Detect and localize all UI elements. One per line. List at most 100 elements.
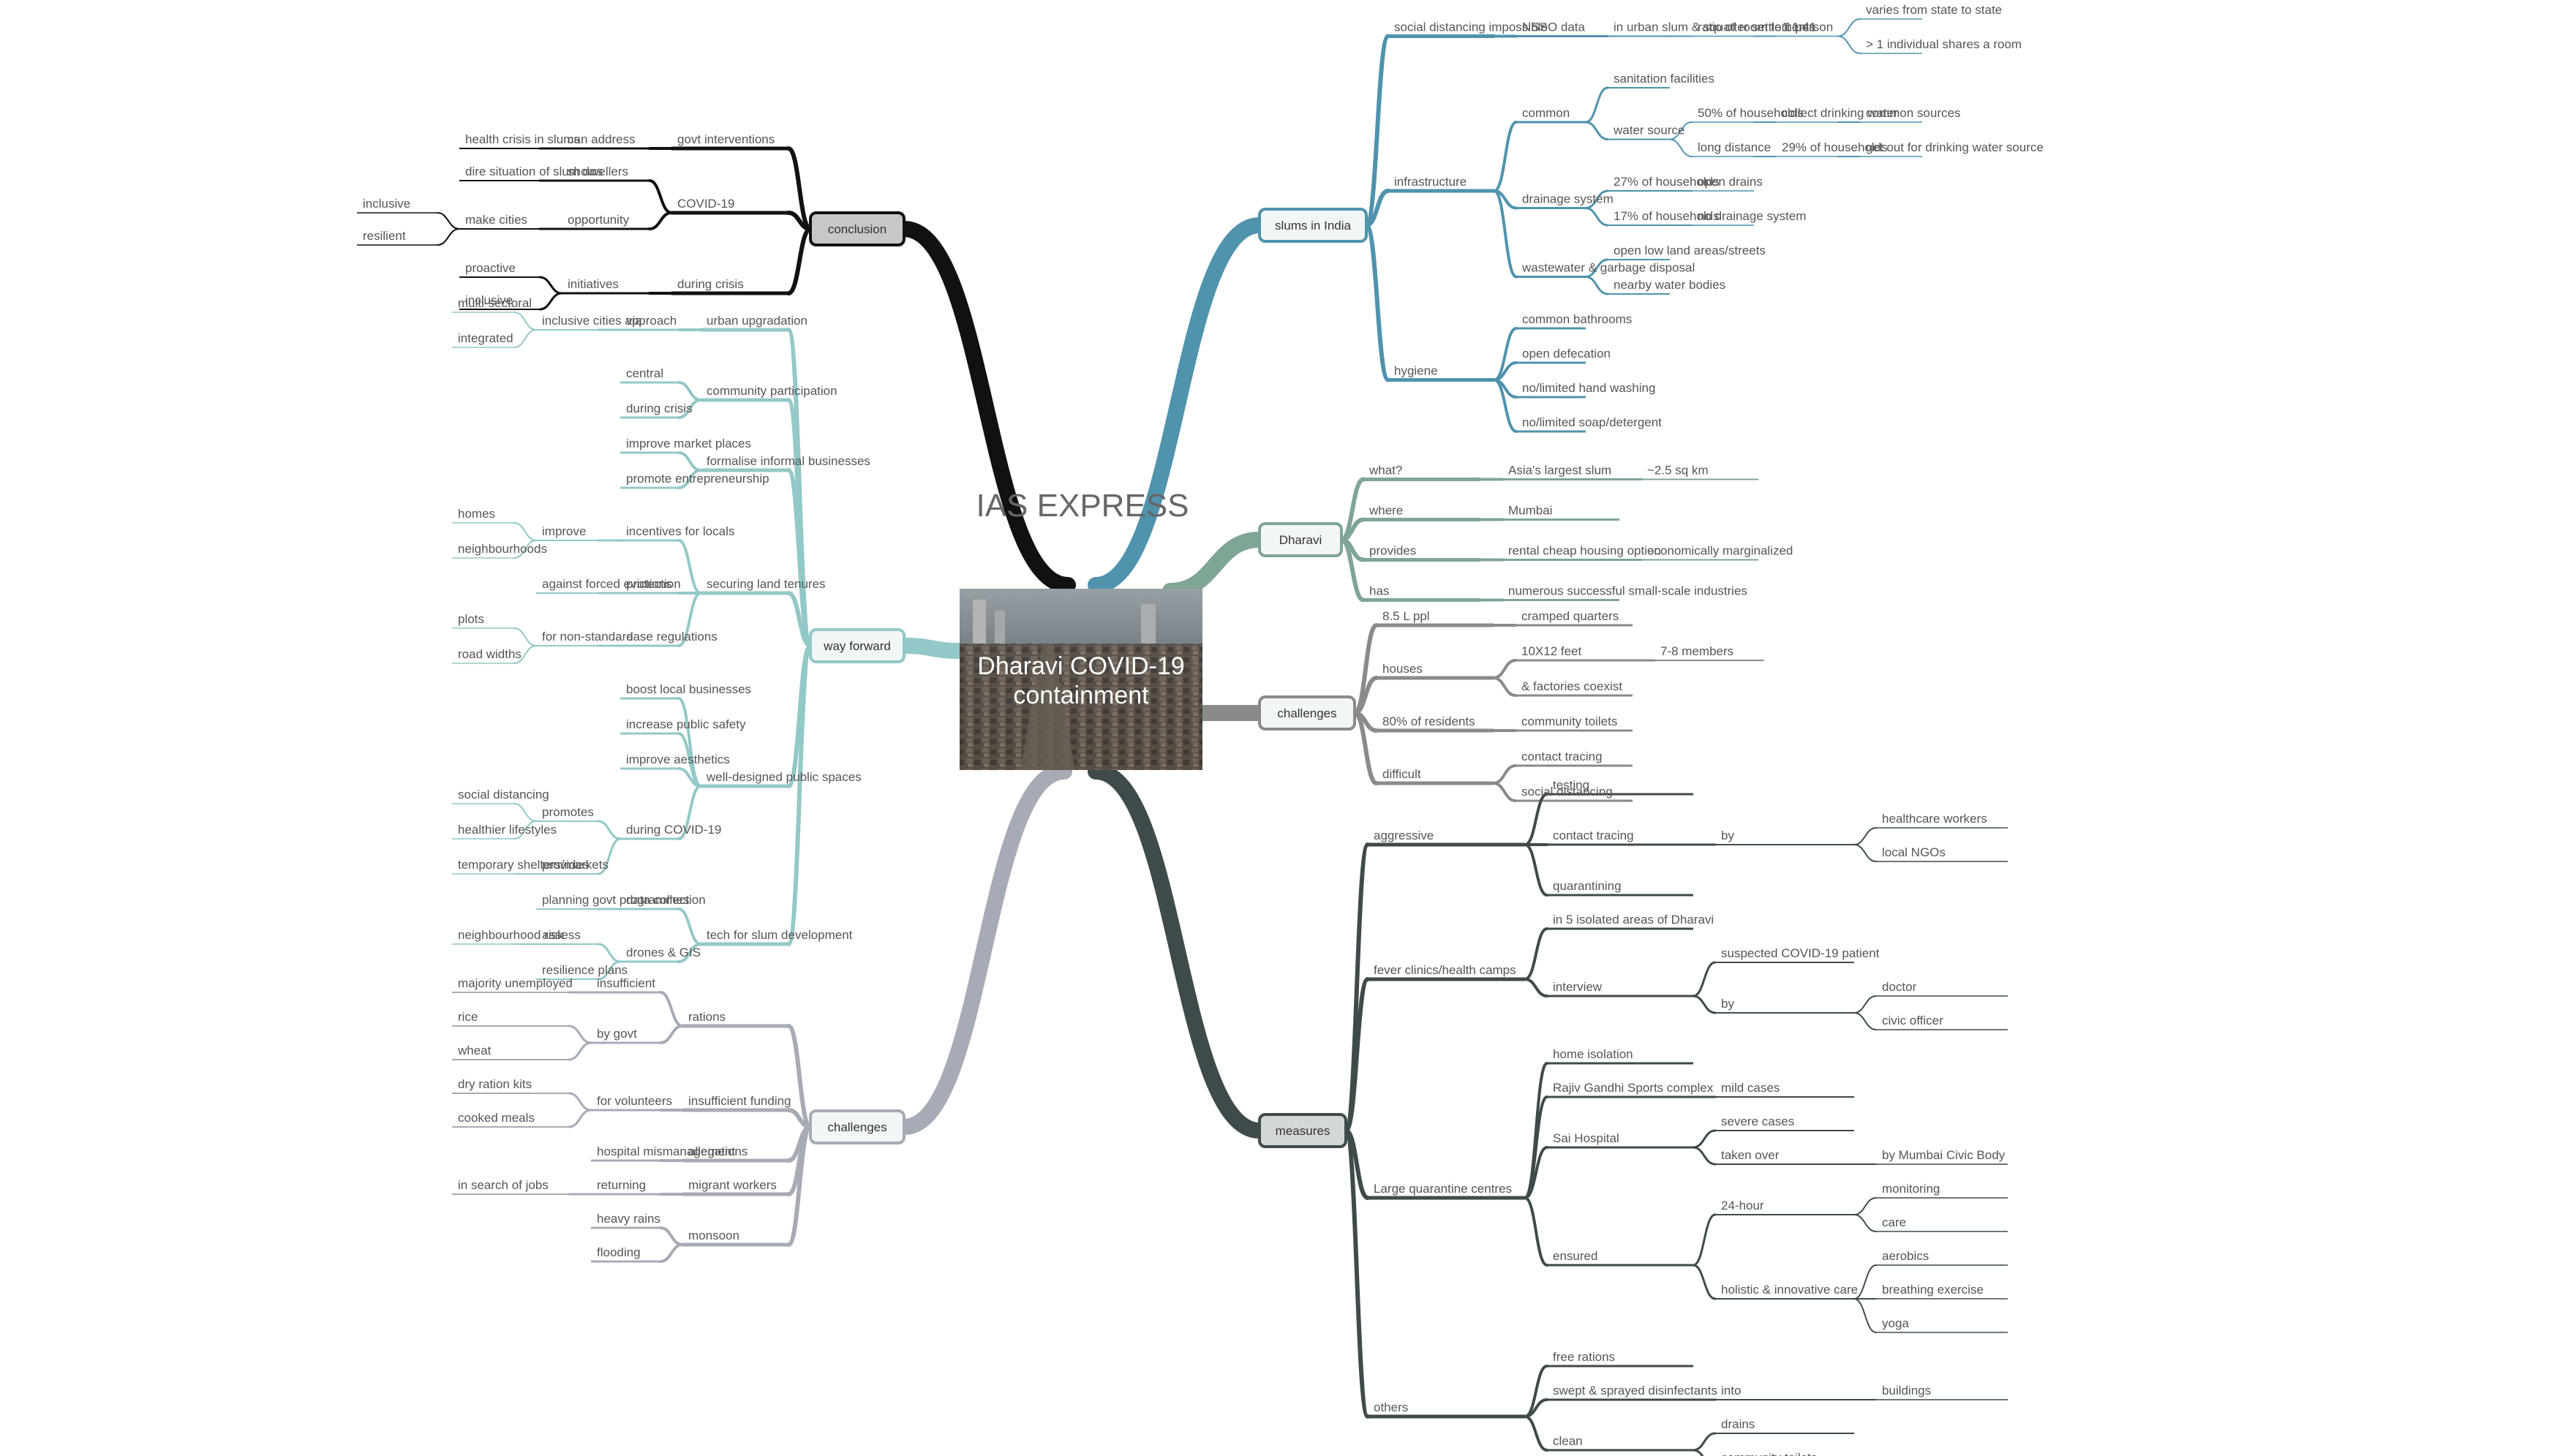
topic-sanitation-facilities[interactable]: sanitation facilities	[1614, 72, 1714, 86]
topic-urban-upgradation[interactable]: urban upgradation	[707, 314, 807, 328]
topic-resilience-plans[interactable]: resilience plans	[542, 963, 628, 977]
topic-social-distancing-impossible[interactable]: social distancing impossible	[1394, 20, 1548, 34]
topic-wastewater-garbage-disposal[interactable]: wastewater & garbage disposal	[1521, 261, 1695, 275]
topic-mild-cases[interactable]: mild cases	[1721, 1081, 1780, 1095]
topic-29-of-households[interactable]: 29% of households	[1782, 140, 1888, 154]
topic-buildings[interactable]: buildings	[1882, 1384, 1931, 1397]
topic-no-drainage-system[interactable]: no drainage system	[1698, 209, 1806, 223]
topic-can-address[interactable]: can address	[568, 132, 636, 146]
topic-incentives-for-locals[interactable]: incentives for locals	[626, 524, 734, 538]
topic-severe-cases[interactable]: severe cases	[1721, 1114, 1794, 1128]
topic-taken-over[interactable]: taken over	[1721, 1148, 1780, 1162]
topic-contact-tracing[interactable]: contact tracing	[1553, 829, 1634, 842]
topic-nearby-water-bodies[interactable]: nearby water bodies	[1614, 278, 1725, 292]
topic-in-search-of-jobs[interactable]: in search of jobs	[458, 1178, 549, 1192]
topic-monsoon[interactable]: monsoon	[688, 1229, 739, 1242]
topic-has[interactable]: has	[1369, 584, 1389, 598]
topic-1-1-41[interactable]: 1:1:41	[1782, 20, 1816, 34]
topic-free-rations[interactable]: free rations	[1553, 1350, 1615, 1364]
topic-during-crisis[interactable]: during crisis	[626, 401, 693, 415]
topic-data-collection[interactable]: data collection	[626, 893, 706, 907]
topic-long-distance[interactable]: long distance	[1698, 140, 1771, 154]
topic-27-of-households[interactable]: 27% of households	[1614, 175, 1720, 189]
topic-opportunity[interactable]: opportunity	[568, 213, 630, 227]
topic-hygiene[interactable]: hygiene	[1394, 364, 1438, 378]
topic-no-limited-soap-detergent[interactable]: no/limited soap/detergent	[1522, 415, 1662, 429]
topic-home-isolation[interactable]: home isolation	[1553, 1047, 1633, 1061]
topic-where[interactable]: where	[1369, 504, 1403, 518]
topic-increase-public-safety[interactable]: increase public safety	[626, 717, 746, 731]
topic-insufficient[interactable]: insufficient	[597, 976, 655, 990]
topic-holistic-innovative-care[interactable]: holistic & innovative care	[1721, 1283, 1858, 1297]
topic-monitoring[interactable]: monitoring	[1882, 1182, 1940, 1196]
topic-open-drains[interactable]: open drains	[1698, 175, 1763, 189]
topic-difficult[interactable]: difficult	[1382, 767, 1421, 781]
topic-community-participation[interactable]: community participation	[707, 384, 837, 398]
branch-measures-node[interactable]: measures	[1258, 1113, 1347, 1148]
topic-assess[interactable]: assess	[542, 928, 581, 942]
topic-open-low-land-areas-streets[interactable]: open low land areas/streets	[1614, 244, 1766, 257]
topic-for-non-standard[interactable]: for non-standard	[542, 630, 633, 644]
topic-shows[interactable]: shows	[568, 165, 603, 178]
topic-common[interactable]: common	[1522, 106, 1570, 120]
topic-inclusive[interactable]: inclusive	[465, 293, 513, 307]
topic-homes[interactable]: homes	[458, 507, 495, 521]
topic-via[interactable]: via	[626, 314, 642, 328]
topic-neighbourhoods[interactable]: neighbourhoods	[458, 542, 547, 556]
topic-water-source[interactable]: water source	[1613, 124, 1684, 137]
topic-rations[interactable]: rations	[688, 1010, 726, 1024]
topic-health-crisis-in-slums[interactable]: health crisis in slums	[465, 132, 580, 146]
topic-central[interactable]: central	[626, 366, 663, 380]
topic-healthier-lifestyles[interactable]: healthier lifestyles	[458, 823, 557, 837]
topic-drones-gis[interactable]: drones & GIS	[626, 946, 701, 959]
topic-improve-market-places[interactable]: improve market places	[626, 437, 751, 450]
topic-make-cities[interactable]: make cities	[465, 213, 527, 227]
topic-social-distancing[interactable]: social distancing	[458, 788, 549, 801]
topic-by[interactable]: by	[1721, 829, 1734, 842]
topic-mumbai[interactable]: Mumbai	[1508, 504, 1552, 518]
topic-community-toilets[interactable]: community toilets	[1721, 1451, 1817, 1456]
branch-challenges-node[interactable]: challenges	[809, 1109, 906, 1144]
topic-into[interactable]: into	[1721, 1384, 1741, 1397]
topic-clean[interactable]: clean	[1553, 1434, 1583, 1448]
topic-boost-local-businesses[interactable]: boost local businesses	[626, 682, 751, 696]
topic-dire-situation-of-slum-dwellers[interactable]: dire situation of slum dwellers	[465, 165, 628, 178]
topic-road-widths[interactable]: road widths	[458, 647, 522, 661]
branch-conclusion-node[interactable]: conclusion	[809, 211, 906, 246]
topic-returning[interactable]: returning	[597, 1178, 646, 1192]
topic-10x12-feet[interactable]: 10X12 feet	[1521, 644, 1582, 658]
topic-rajiv-gandhi-sports-complex[interactable]: Rajiv Gandhi Sports complex	[1553, 1081, 1714, 1095]
topic-in-5-isolated-areas-of-dharavi[interactable]: in 5 isolated areas of Dharavi	[1553, 913, 1714, 927]
topic-temporary-shelters-markets[interactable]: temporary shelters/markets	[458, 858, 609, 872]
topic-swept-sprayed-disinfectants[interactable]: swept & sprayed disinfectants	[1553, 1384, 1717, 1397]
topic-rental-cheap-housing-option[interactable]: rental cheap housing option	[1508, 544, 1661, 558]
topic-80-of-residents[interactable]: 80% of residents	[1382, 714, 1475, 728]
topic-yoga[interactable]: yoga	[1882, 1316, 1909, 1330]
topic-against-forced-evictions[interactable]: against forced evictions	[542, 577, 672, 591]
topic-dry-ration-kits[interactable]: dry ration kits	[458, 1077, 532, 1091]
topic-aerobics[interactable]: aerobics	[1882, 1249, 1929, 1263]
topic-24-hour[interactable]: 24-hour	[1721, 1199, 1764, 1212]
topic-formalise-informal-businesses[interactable]: formalise informal businesses	[707, 454, 870, 468]
topic-aggressive[interactable]: aggressive	[1374, 829, 1434, 842]
topic-open-defecation[interactable]: open defecation	[1522, 347, 1611, 361]
topic-securing-land-tenures[interactable]: securing land tenures	[707, 577, 826, 591]
topic-social-distancing[interactable]: social distancing	[1521, 785, 1613, 799]
topic-for-volunteers[interactable]: for volunteers	[597, 1094, 672, 1108]
topic-improve[interactable]: improve	[542, 524, 586, 538]
topic-community-toilets[interactable]: community toilets	[1521, 714, 1617, 728]
topic-govt-interventions[interactable]: govt interventions	[677, 132, 775, 146]
topic-healthcare-workers[interactable]: healthcare workers	[1882, 812, 1987, 826]
topic-insufficient-funding[interactable]: insufficient funding	[688, 1094, 791, 1108]
topic-allegations[interactable]: allegations	[688, 1144, 748, 1158]
branch-slums-in-india-node[interactable]: slums in India	[1258, 208, 1368, 243]
topic-testing[interactable]: testing	[1553, 778, 1589, 792]
central-topic[interactable]: Dharavi COVID-19 containment	[960, 589, 1202, 770]
topic-interview[interactable]: interview	[1553, 980, 1603, 994]
branch-way-forward-node[interactable]: way forward	[809, 628, 906, 663]
topic-inclusive-cities-approach[interactable]: inclusive cities approach	[542, 314, 677, 328]
topic-flooding[interactable]: flooding	[597, 1245, 641, 1259]
topic-factories-coexist[interactable]: & factories coexist	[1521, 679, 1622, 693]
topic-7-8-members[interactable]: 7-8 members	[1660, 644, 1733, 658]
topic-migrant-workers[interactable]: migrant workers	[688, 1178, 777, 1192]
